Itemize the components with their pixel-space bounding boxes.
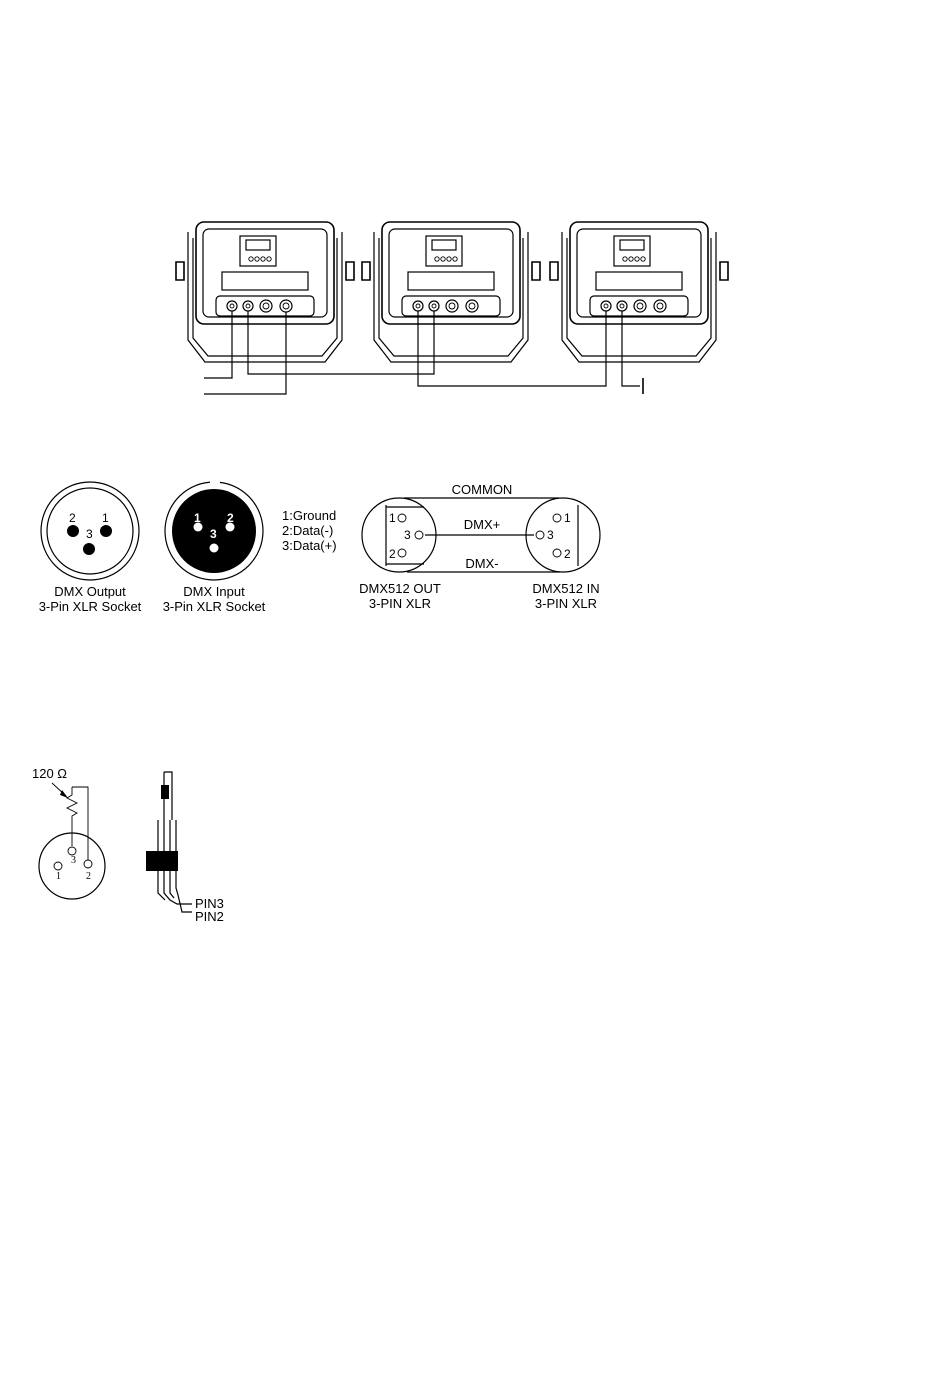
- pin-label: 3: [404, 528, 411, 542]
- pin-label: 1: [194, 511, 201, 525]
- heat-shrink: [146, 851, 178, 871]
- pin-label: 1: [102, 511, 109, 525]
- dmx-output-caption: DMX Output: [54, 584, 126, 599]
- pin-label: 1: [389, 511, 396, 525]
- dmx-terminator-plug: 120 Ω 3 1 2: [32, 766, 105, 899]
- pin-map-legend: 1:Ground 2:Data(-) 3:Data(+): [282, 508, 337, 553]
- dmx-minus-label: DMX-: [465, 556, 498, 571]
- dmx-output-socket: 2 1 3 DMX Output 3-Pin XLR Socket: [39, 482, 142, 614]
- pin-map-data-plus: 3:Data(+): [282, 538, 337, 553]
- pin-label: 2: [69, 511, 76, 525]
- fixture-3: [550, 222, 728, 362]
- pin-label: 2: [389, 547, 396, 561]
- pin-label: 3: [71, 855, 76, 866]
- fixture-1: [176, 222, 354, 362]
- pin-label: 1: [56, 871, 61, 882]
- pin-label: 3: [547, 528, 554, 542]
- fixture-chain: [176, 222, 728, 394]
- pin-label: 2: [86, 871, 91, 882]
- pin-label: 1: [564, 511, 571, 525]
- pin-label: 2: [227, 511, 234, 525]
- dmx-input-socket: 1 2 3 DMX Input 3-Pin XLR Socket: [163, 480, 266, 614]
- pin-map-data-minus: 2:Data(-): [282, 523, 333, 538]
- common-label: COMMON: [452, 482, 513, 497]
- pin-map-ground: 1:Ground: [282, 508, 336, 523]
- dmx-input-subcaption: 3-Pin XLR Socket: [163, 599, 266, 614]
- in-caption: DMX512 IN: [532, 581, 599, 596]
- out-caption: DMX512 OUT: [359, 581, 441, 596]
- dmx-output-subcaption: 3-Pin XLR Socket: [39, 599, 142, 614]
- pin2-label: PIN2: [195, 909, 224, 924]
- pin-label: 2: [564, 547, 571, 561]
- fixture-2: [362, 222, 540, 362]
- dmx-wiring-diagram: 1 3 2 1 3 2 COMMON DMX+ DMX- DMX512 OUT …: [359, 482, 600, 611]
- pin-label: 3: [210, 527, 217, 541]
- terminator-cable: PIN3 PIN2: [146, 772, 224, 924]
- dmx-input-caption: DMX Input: [183, 584, 245, 599]
- dmx-plus-label: DMX+: [464, 517, 500, 532]
- pin-label: 3: [86, 527, 93, 541]
- resistor-label: 120 Ω: [32, 766, 67, 781]
- out-subcaption: 3-PIN XLR: [369, 596, 431, 611]
- in-subcaption: 3-PIN XLR: [535, 596, 597, 611]
